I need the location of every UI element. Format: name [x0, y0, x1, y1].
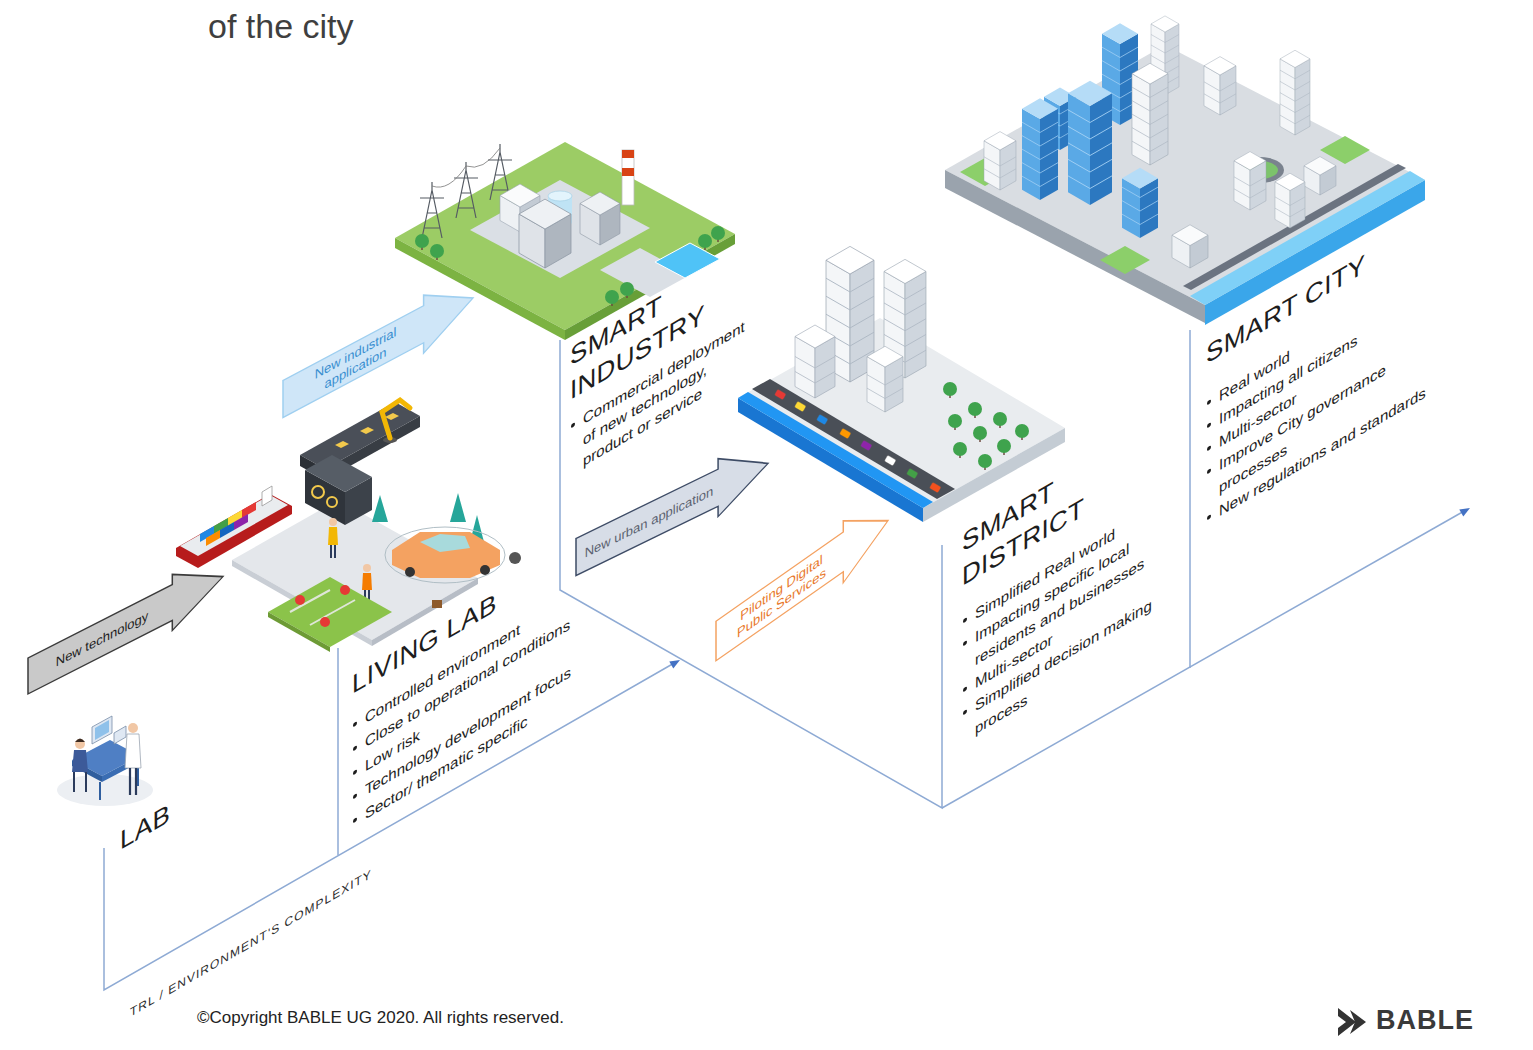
stage-block: LIVING LABControlled environmentClose to…: [352, 517, 614, 834]
block-arrow: New industrial application: [283, 269, 473, 428]
bullet-dot: [353, 793, 357, 799]
lab-illustration: [57, 716, 153, 806]
block-arrow: New technology: [28, 549, 223, 704]
bullet-dot: [963, 617, 967, 623]
stage-block: SMART INDUSTRYCommercial deployment of n…: [570, 237, 748, 479]
bullet-dot: [963, 709, 967, 715]
bullet-dot: [963, 640, 967, 646]
bullet-dot: [353, 769, 357, 775]
stage-heading: LAB: [120, 772, 210, 858]
arrow-text-box: New urban application: [584, 461, 714, 582]
logo-mark: [1338, 1008, 1366, 1036]
arrow-text-box: New industrial application: [291, 297, 420, 424]
title-fragment: of the city: [208, 6, 354, 47]
bullet-dot: [353, 817, 357, 823]
arrow-text-box: New technology: [36, 577, 168, 700]
bullet-dot: [571, 422, 575, 428]
logo-text: BABLE: [1376, 1004, 1474, 1036]
bullet-dot: [1207, 445, 1211, 451]
axis-arrowhead: [669, 660, 680, 669]
arrow-text-box: Piloting Digital Public Services: [724, 524, 839, 667]
bullet-dot: [353, 721, 357, 727]
arrow-label: Piloting Digital Public Services: [724, 540, 839, 651]
district-illustration: [738, 246, 1065, 522]
bullet-dot: [1207, 422, 1211, 428]
arrow-label: New technology: [56, 607, 149, 669]
arrow-label: New urban application: [585, 483, 714, 561]
bullet-dot: [353, 745, 357, 751]
stage-block: SMART CITYReal worldImpacting all citize…: [1206, 193, 1458, 530]
bullet-dot: [1207, 514, 1211, 520]
stage-block: LAB: [120, 772, 210, 858]
bullet-dot: [1207, 468, 1211, 474]
axis-label: TRL / ENVIRONMENT'S COMPLEXITY: [130, 866, 372, 1020]
block-arrow: Piloting Digital Public Services: [716, 490, 888, 672]
block-arrow: New urban application: [576, 434, 768, 586]
stage-block: SMART DISTRICTSimplified Real worldImpac…: [962, 408, 1167, 748]
arrow-label: New industrial application: [291, 311, 420, 410]
bullet-dot: [1207, 399, 1211, 405]
step-outline: [104, 330, 1466, 990]
bullet-dot: [963, 686, 967, 692]
axis-arrowhead: [1459, 508, 1470, 516]
copyright-note: ©Copyright BABLE UG 2020. All rights res…: [197, 1008, 564, 1028]
